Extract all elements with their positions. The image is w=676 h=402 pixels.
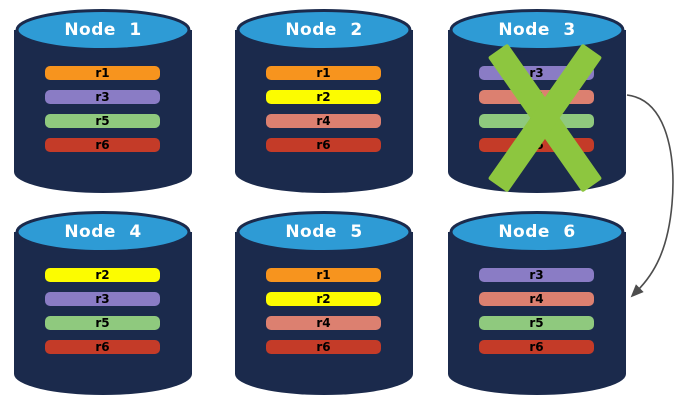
replica-bar: r2: [266, 292, 381, 306]
node-1: Node 1 r1 r3 r5 r6: [13, 8, 193, 194]
replica-label: r3: [95, 90, 110, 104]
replica-list: r1 r3 r5 r6: [45, 66, 160, 162]
replica-bar: r6: [479, 340, 594, 354]
replica-label: r4: [316, 114, 331, 128]
node-5: Node 5 r1 r2 r4 r6: [234, 210, 414, 396]
replica-bar: r1: [266, 66, 381, 80]
node-title: Node 3: [498, 20, 576, 40]
replica-label: r5: [95, 114, 110, 128]
replica-bar: r6: [45, 138, 160, 152]
replica-label: r3: [95, 292, 110, 306]
replica-bar: r2: [266, 90, 381, 104]
replica-bar: r3: [45, 292, 160, 306]
node-title: Node 6: [498, 222, 576, 242]
failure-x-icon: [488, 44, 602, 192]
node-2: Node 2 r1 r2 r4 r6: [234, 8, 414, 194]
replica-label: r6: [95, 138, 110, 152]
replica-label: r6: [316, 138, 331, 152]
replica-bar: r4: [266, 316, 381, 330]
replica-label: r2: [95, 268, 110, 282]
replica-label: r1: [95, 66, 110, 80]
replica-bar: r3: [45, 90, 160, 104]
replica-label: r6: [529, 340, 544, 354]
node-title: Node 5: [285, 222, 363, 242]
node-6: Node 6 r3 r4 r5 r6: [447, 210, 627, 396]
replica-bar: r4: [479, 292, 594, 306]
replica-label: r1: [316, 66, 331, 80]
replica-list: r2 r3 r5 r6: [45, 268, 160, 364]
replica-bar: r2: [45, 268, 160, 282]
replica-label: r4: [316, 316, 331, 330]
replica-label: r3: [529, 268, 544, 282]
replica-bar: r6: [45, 340, 160, 354]
replica-label: r5: [95, 316, 110, 330]
node-title: Node 4: [64, 222, 142, 242]
replica-list: r1 r2 r4 r6: [266, 66, 381, 162]
replica-bar: r5: [479, 316, 594, 330]
node-4: Node 4 r2 r3 r5 r6: [13, 210, 193, 396]
replica-label: r2: [316, 292, 331, 306]
replica-bar: r4: [266, 114, 381, 128]
replica-bar: r6: [266, 340, 381, 354]
replica-label: r5: [529, 316, 544, 330]
replica-bar: r3: [479, 268, 594, 282]
replica-label: r1: [316, 268, 331, 282]
replica-label: r3: [529, 66, 544, 80]
replica-label: r6: [95, 340, 110, 354]
replica-bar: r6: [266, 138, 381, 152]
replica-list: r3 r4 r5 r6: [479, 268, 594, 364]
node-title: Node 1: [64, 20, 142, 40]
replica-bar: r5: [45, 114, 160, 128]
replica-label: r6: [316, 340, 331, 354]
replica-bar: r1: [266, 268, 381, 282]
replica-list: r1 r2 r4 r6: [266, 268, 381, 364]
replica-bar: r5: [45, 316, 160, 330]
replica-bar: r1: [45, 66, 160, 80]
replica-label: r4: [529, 292, 544, 306]
replica-label: r2: [316, 90, 331, 104]
node-title: Node 2: [285, 20, 363, 40]
